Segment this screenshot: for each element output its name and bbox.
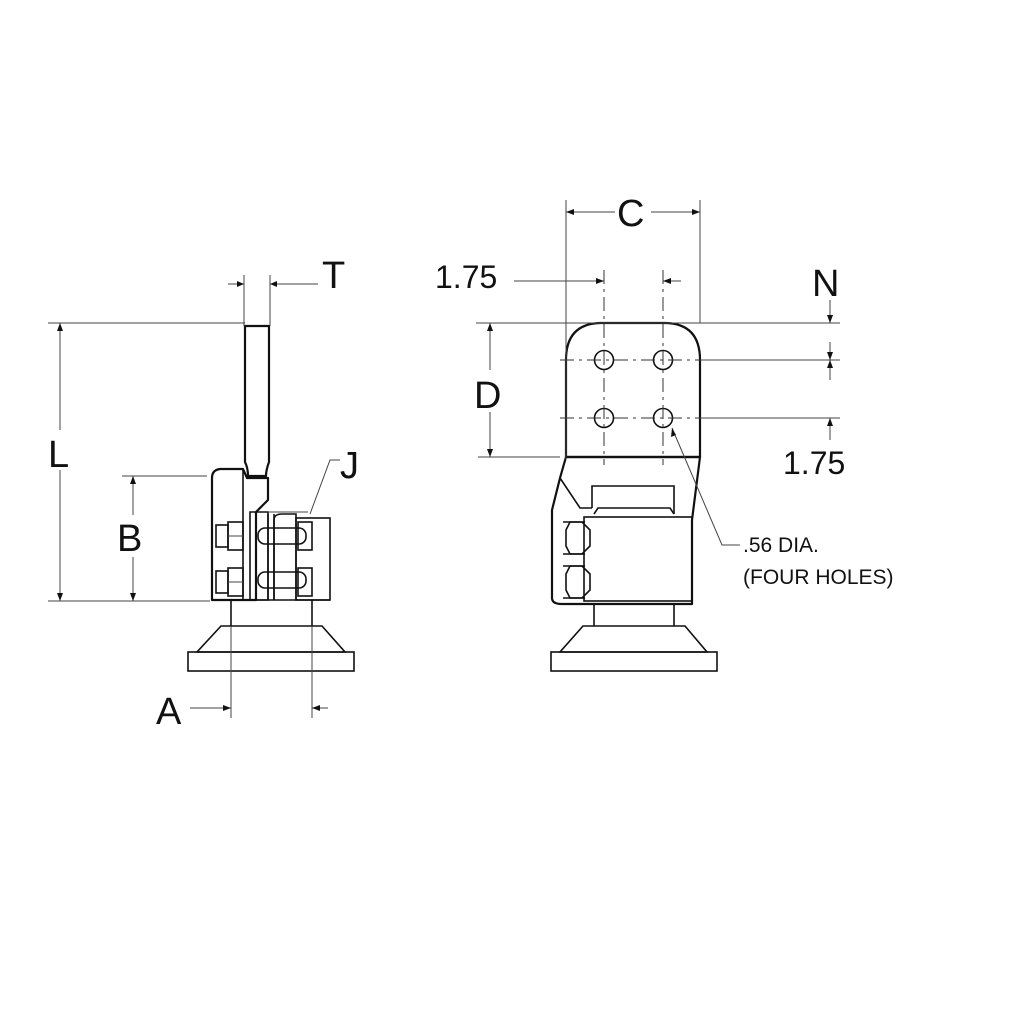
base-flange (195, 625, 347, 653)
hole-note-count: (FOUR HOLES) (743, 566, 894, 589)
dim-label-d: D (474, 375, 501, 417)
dim-label-l: L (48, 434, 69, 476)
dim-label-a: A (156, 691, 182, 733)
dim-label-n: N (812, 263, 839, 305)
dim-label-c: C (617, 193, 644, 235)
dim-label-b: B (117, 518, 142, 560)
hole-note-diameter: .56 DIA. (743, 534, 819, 557)
dim-hole-spacing-horizontal: 1.75 (435, 259, 497, 295)
handle-plate (243, 324, 271, 478)
top-block (591, 485, 675, 514)
clamp-body (210, 467, 270, 602)
spindle-stem (230, 600, 313, 626)
side-view (187, 324, 355, 672)
handle-mount-plate (564, 321, 702, 459)
side-view-dimensions: T L B J A (48, 255, 359, 733)
dim-label-j: J (340, 445, 359, 487)
dim-label-t: T (322, 255, 345, 297)
nut-front-upper (563, 521, 591, 555)
u-bolt-bracket (249, 511, 269, 601)
mounting-holes (593, 349, 674, 429)
base-flange-front (558, 625, 709, 653)
clamp-body-front (550, 456, 702, 606)
front-view-dimensions: C 1.75 D N 1.75 .56 DIA. (FOUR HOLES) (435, 193, 894, 589)
nut-left-lower (215, 567, 244, 597)
dim-hole-spacing-vertical: 1.75 (783, 445, 845, 481)
nut-left-upper (215, 521, 244, 551)
front-view (550, 270, 718, 672)
clamp-block (583, 516, 693, 602)
nut-front-lower (563, 565, 591, 599)
